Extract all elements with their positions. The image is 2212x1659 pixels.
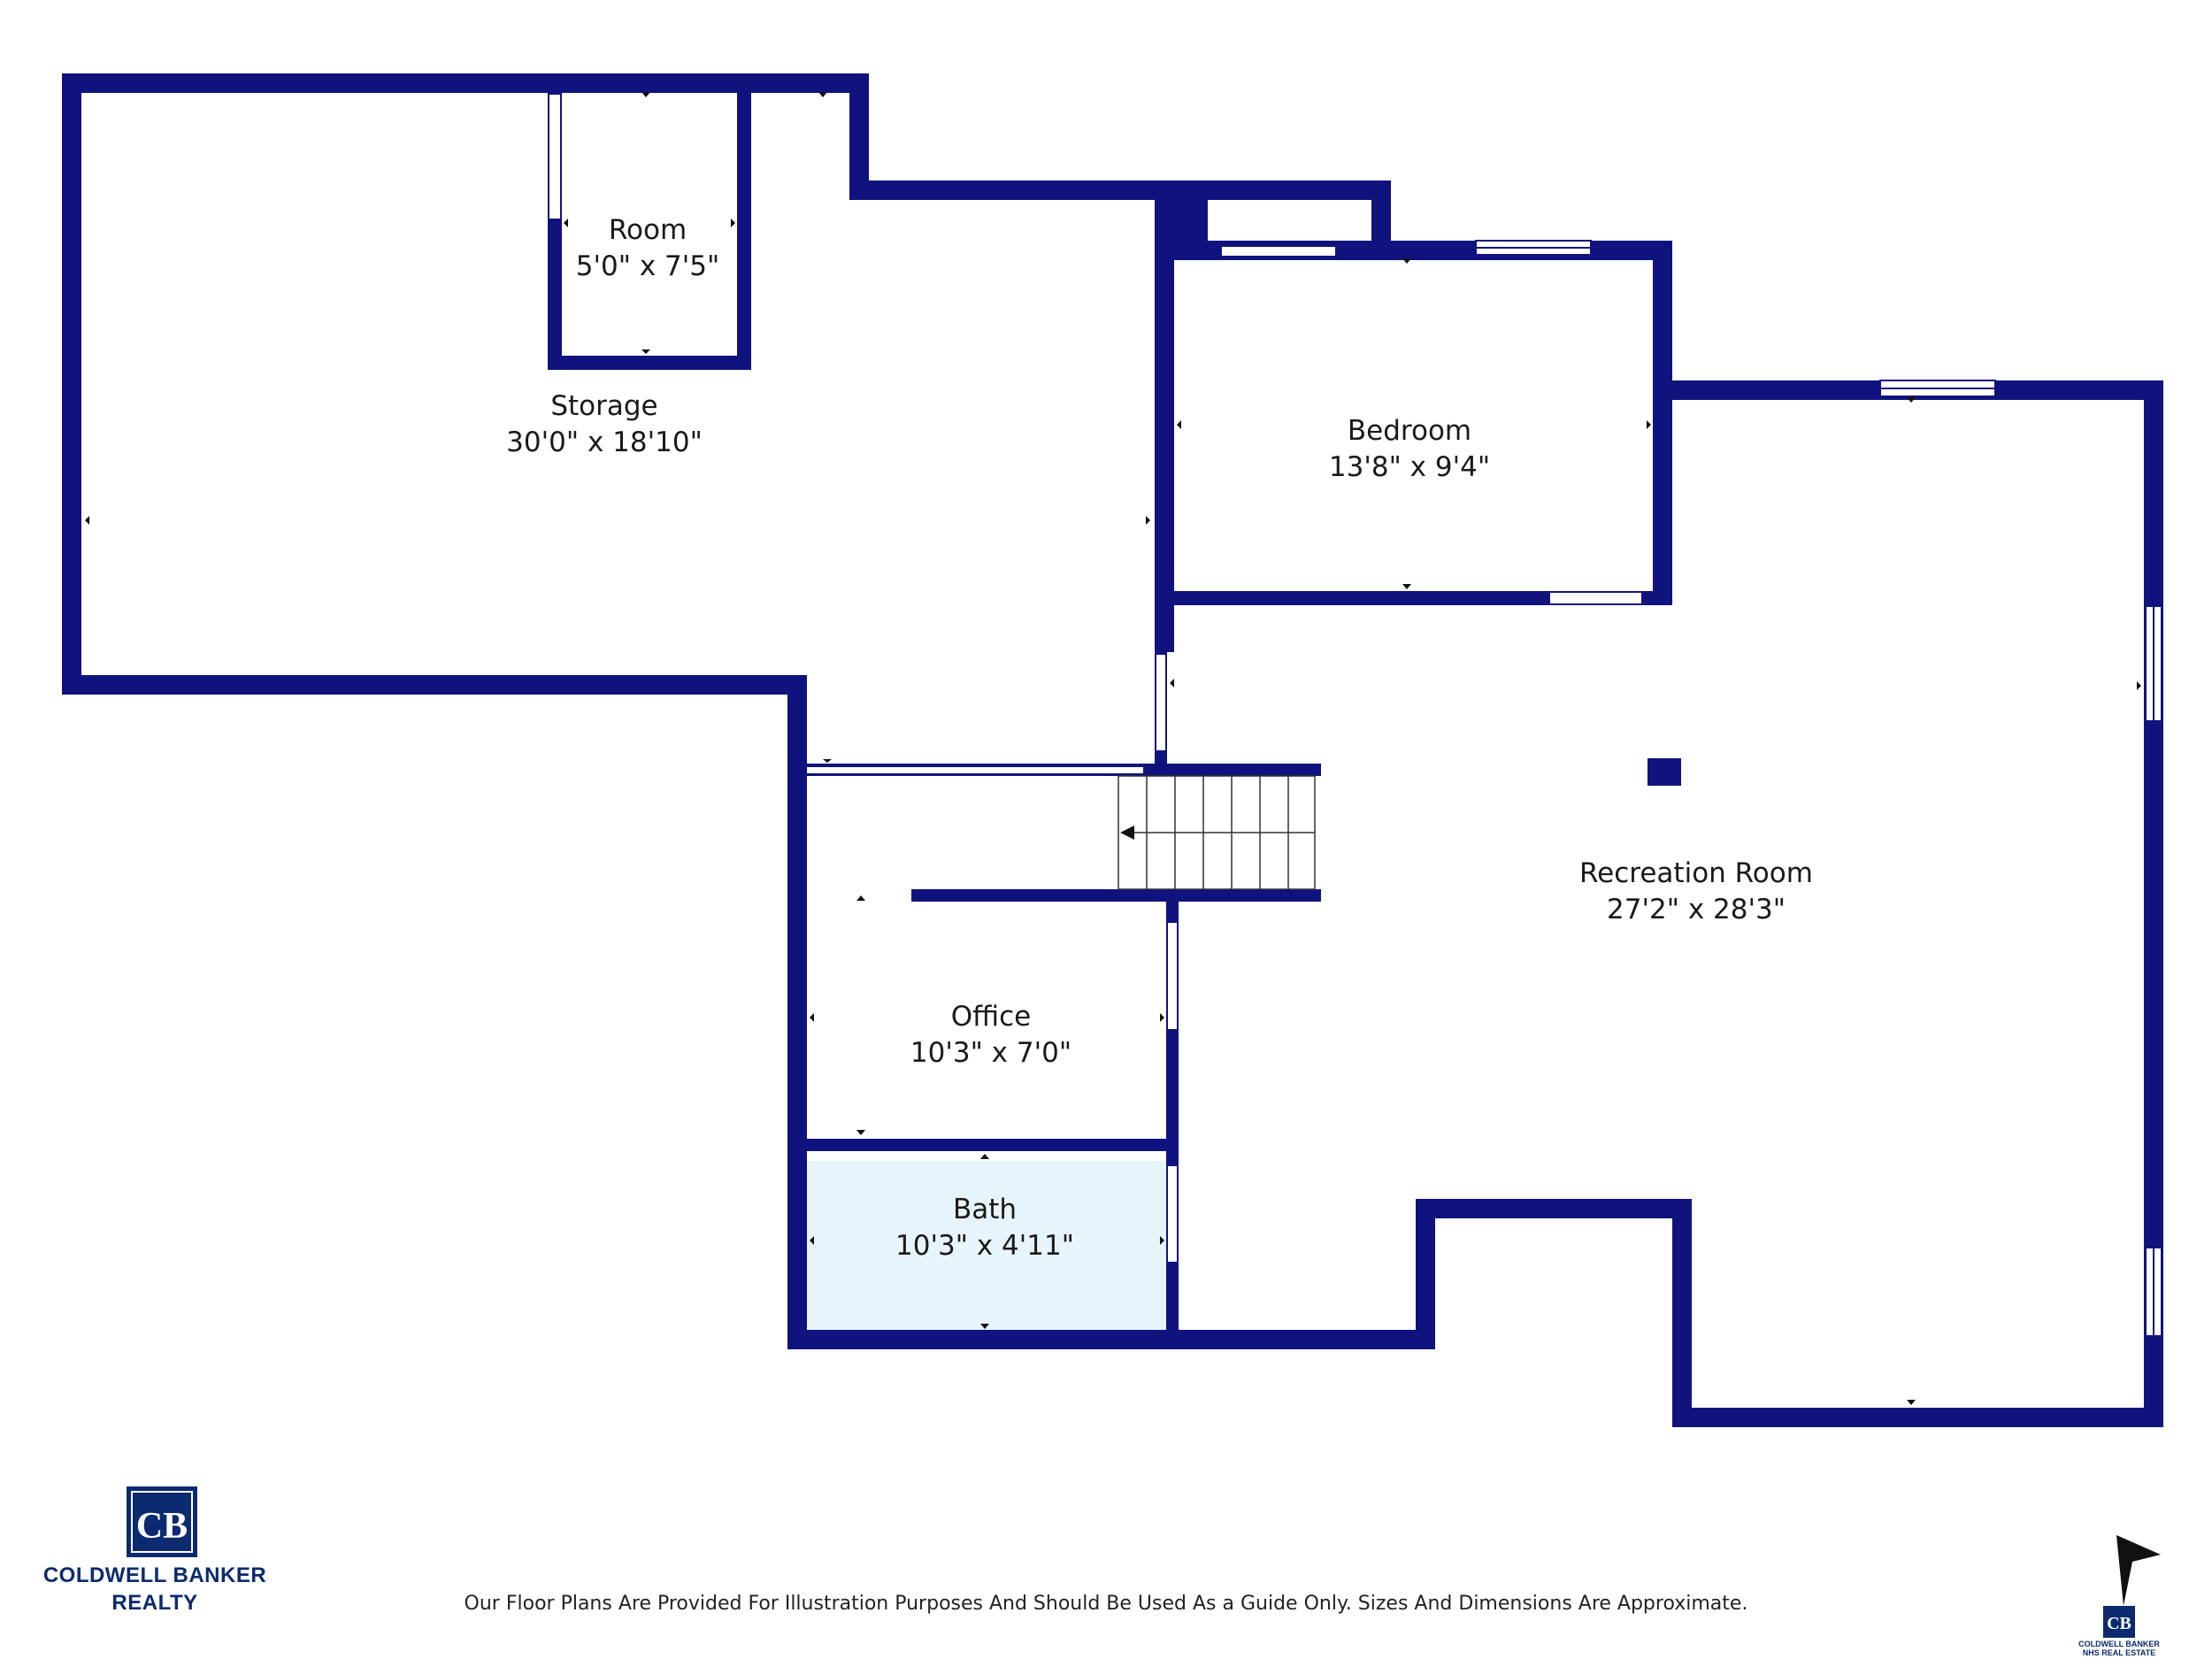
stairs-arrow-icon [1120, 826, 1134, 840]
door-openings [549, 95, 1641, 1262]
bath-floor [807, 1161, 1173, 1334]
room-label-bedroom: Bedroom 13'8" x 9'4" [1329, 415, 1490, 483]
svg-text:Bedroom: Bedroom [1348, 415, 1471, 447]
room-label-room: Room 5'0" x 7'5" [576, 214, 720, 282]
svg-text:27'2" x 28'3": 27'2" x 28'3" [1607, 894, 1786, 926]
svg-text:5'0" x 7'5": 5'0" x 7'5" [576, 250, 720, 282]
stairs [1118, 775, 1316, 890]
svg-text:Bath: Bath [953, 1194, 1017, 1225]
room-label-office: Office 10'3" x 7'0" [910, 1001, 1071, 1069]
brand-name-line1: COLDWELL BANKER [42, 1563, 267, 1587]
disclaimer-text: Our Floor Plans Are Provided For Illustr… [464, 1593, 1748, 1615]
svg-text:10'3" x 4'11": 10'3" x 4'11" [895, 1230, 1074, 1262]
north-arrow-icon [2116, 1535, 2161, 1606]
small-brand-logo: CB [2103, 1535, 2161, 1638]
small-brand-line2: NHS REAL ESTATE [2082, 1648, 2156, 1657]
room-label-storage: Storage 30'0" x 18'10" [506, 390, 703, 458]
small-brand-line1: COLDWELL BANKER [2078, 1640, 2160, 1648]
room-label-recreation-room: Recreation Room 27'2" x 28'3" [1579, 857, 1813, 926]
brand-logo: CB [127, 1486, 197, 1557]
svg-text:30'0" x 18'10": 30'0" x 18'10" [506, 426, 703, 458]
svg-text:Room: Room [609, 214, 687, 246]
brand-name-line2: REALTY [111, 1591, 198, 1615]
brand-name: COLDWELL BANKER REALTY [18, 1562, 292, 1617]
windows [1220, 240, 2162, 1337]
svg-text:CB: CB [2107, 1614, 2131, 1633]
dimension-ticks [85, 92, 2141, 1405]
svg-text:Recreation Room: Recreation Room [1579, 857, 1813, 889]
svg-text:CB: CB [136, 1506, 188, 1547]
svg-text:13'8" x 9'4": 13'8" x 9'4" [1329, 451, 1490, 483]
svg-text:Office: Office [951, 1001, 1032, 1033]
svg-text:10'3" x 7'0": 10'3" x 7'0" [910, 1037, 1071, 1069]
small-brand-name: COLDWELL BANKER NHS REAL ESTATE [2066, 1640, 2172, 1657]
svg-text:Storage: Storage [550, 390, 657, 422]
room-label-bath: Bath 10'3" x 4'11" [895, 1194, 1074, 1262]
